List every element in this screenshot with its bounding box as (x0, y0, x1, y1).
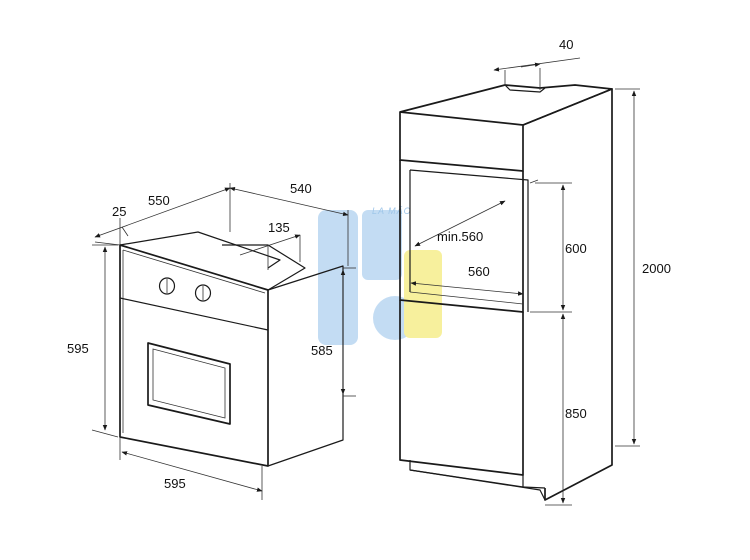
cabinet-top-notch (504, 84, 546, 93)
cabinet-drawing (399, 84, 613, 501)
cabinet-side-panel (522, 88, 613, 501)
dim-line-top-gap (493, 57, 581, 72)
dim-line-niche-depth (414, 200, 506, 247)
oven-window-outer (147, 342, 231, 425)
dim-label-height-body: 585 (311, 343, 333, 358)
cabinet-lower-front (399, 300, 524, 476)
cabinet-niche-back (409, 169, 529, 312)
oven-dimensions: 25 550 540 135 595 585 595 (67, 181, 356, 500)
cabinet-niche-outer (399, 160, 524, 313)
dim-label-total-height: 2000 (642, 261, 671, 276)
dim-line-135 (239, 234, 301, 256)
dim-label-vent-offset: 135 (268, 220, 290, 235)
oven-vent-housing (222, 244, 306, 291)
oven-top (119, 231, 281, 269)
dim-label-depth-front: 25 (112, 204, 126, 219)
watermark-blue-bar (318, 210, 358, 345)
dim-label-niche-height: 600 (565, 241, 587, 256)
dim-label-depth-body: 550 (148, 193, 170, 208)
cabinet-dimensions: 40 min.560 560 600 850 2000 (410, 37, 671, 506)
oven-control-panel-line (119, 297, 269, 331)
dim-label-base-height: 850 (565, 406, 587, 421)
oven-window-inner (152, 348, 226, 419)
dim-line-540 (229, 186, 349, 217)
oven-front-inner (122, 249, 266, 433)
dim-label-top-gap: 40 (559, 37, 573, 52)
dim-label-niche-width: 560 (468, 264, 490, 279)
dim-line-25-550 (94, 187, 231, 238)
dim-label-width-front: 595 (164, 476, 186, 491)
watermark-blue-block (362, 210, 402, 280)
dim-label-depth-total: 540 (290, 181, 312, 196)
oven-drawing (119, 231, 344, 467)
watermark-logo: LA MÃO (318, 206, 442, 345)
cabinet-plinth-base (409, 469, 546, 501)
dim-line-width-front (121, 451, 263, 492)
cabinet-top-front (399, 111, 524, 172)
dim-label-height-front: 595 (67, 341, 89, 356)
dim-line-niche-width (410, 281, 524, 296)
watermark-text: LA MÃO (372, 206, 412, 216)
knob-right-icon (194, 284, 212, 302)
oven-front-frame (119, 244, 269, 467)
cabinet-top-surface (399, 84, 613, 126)
dim-label-niche-depth: min.560 (437, 229, 483, 244)
knob-left-icon (158, 277, 176, 295)
